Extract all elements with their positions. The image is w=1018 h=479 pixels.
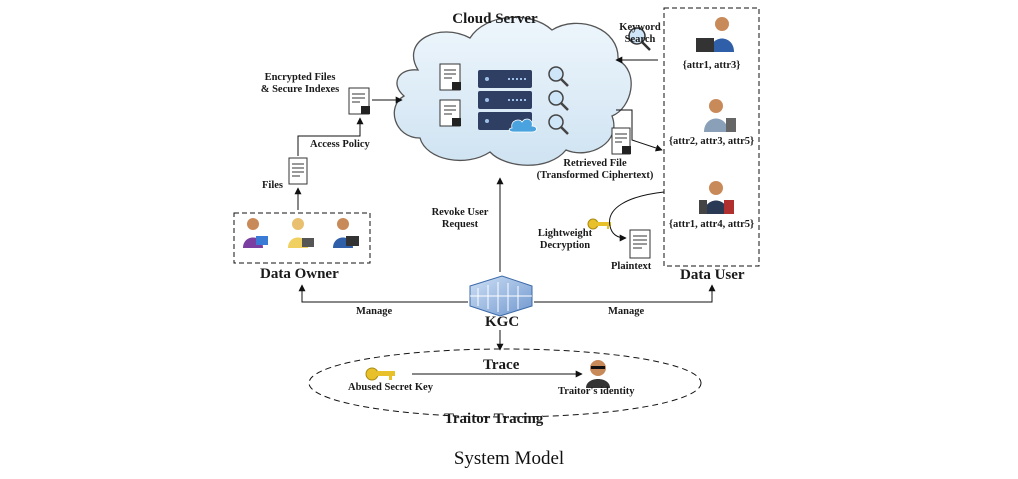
traitor-icon (586, 360, 610, 388)
manage-right-label: Manage (608, 306, 645, 317)
abused-key-label: Abused Secret Key (348, 382, 433, 393)
files-label: Files (262, 180, 283, 191)
encrypted-files-line1: Encrypted Files (264, 72, 336, 83)
encrypted-document-icon (348, 87, 370, 115)
encrypted-document-icon (439, 99, 461, 127)
plaintext-label: Plaintext (611, 261, 652, 272)
transformed-ciphertext-icon (611, 127, 631, 155)
trace-label: Trace (483, 357, 520, 373)
plaintext-document-icon (629, 229, 651, 259)
key-icon (587, 218, 611, 230)
keyword-search-label: Keyword Search (610, 22, 670, 46)
manage-user-arrow (534, 284, 716, 303)
search-icon (548, 90, 569, 111)
encrypted-document-icon (439, 63, 461, 91)
access-policy-label: Access Policy (310, 139, 370, 150)
files-to-encrypt-arrow (297, 117, 364, 156)
server-icon (478, 70, 537, 133)
user-person-icon (704, 99, 736, 132)
traitor-identity-label: Traitor's identity (558, 386, 635, 397)
keyword-line2: Search (624, 34, 656, 45)
abused-key-icon (365, 367, 395, 381)
decryption-curve-arrow (609, 191, 665, 242)
kgc-title: KGC (485, 314, 520, 330)
files-document-icon (288, 157, 308, 185)
revoke-line1: Revoke User (431, 207, 489, 218)
kgc-building-icon (469, 275, 533, 317)
owner-person-icon (333, 218, 359, 248)
user-attrs-2: {attr2, attr3, attr5} (668, 136, 755, 147)
figure-caption: System Model (453, 448, 565, 469)
revoke-user-label: Revoke User Request (420, 207, 500, 231)
cloud-server-title: Cloud Server (452, 11, 538, 27)
manage-owner-arrow (298, 284, 468, 303)
encrypted-files-label: Encrypted Files & Secure Indexes (250, 72, 350, 96)
retrieved-line2: (Transformed Ciphertext) (536, 170, 654, 181)
user-person-icon (699, 181, 734, 214)
retrieved-line1: Retrieved File (563, 158, 627, 169)
data-user-title: Data User (680, 267, 745, 283)
user-person-icon (696, 17, 734, 52)
data-owner-title: Data Owner (260, 266, 339, 282)
revoke-line2: Request (441, 219, 479, 230)
search-icon (548, 114, 569, 135)
traitor-tracing-region (308, 348, 702, 418)
keyword-line1: Keyword (619, 22, 661, 33)
search-icon (628, 27, 651, 51)
encrypted-files-line2: & Secure Indexes (260, 84, 340, 95)
retrieved-file-label: Retrieved File (Transformed Ciphertext) (520, 158, 670, 182)
manage-left-label: Manage (356, 306, 393, 317)
retrieved-file-arrow (616, 109, 663, 152)
user-attrs-3: {attr1, attr4, attr5} (668, 219, 755, 230)
light-line1: Lightweight (537, 228, 593, 239)
user-attrs-1: {attr1, attr3} (682, 60, 741, 71)
owner-person-icon (243, 218, 268, 248)
traitor-tracing-title: Traitor Tracing (444, 411, 544, 427)
lightweight-decryption-label: Lightweight Decryption (530, 228, 600, 252)
light-line2: Decryption (539, 240, 591, 251)
data-owner-box (233, 212, 371, 264)
search-icon (548, 66, 569, 87)
owner-person-icon (288, 218, 314, 248)
data-user-box (663, 7, 760, 267)
